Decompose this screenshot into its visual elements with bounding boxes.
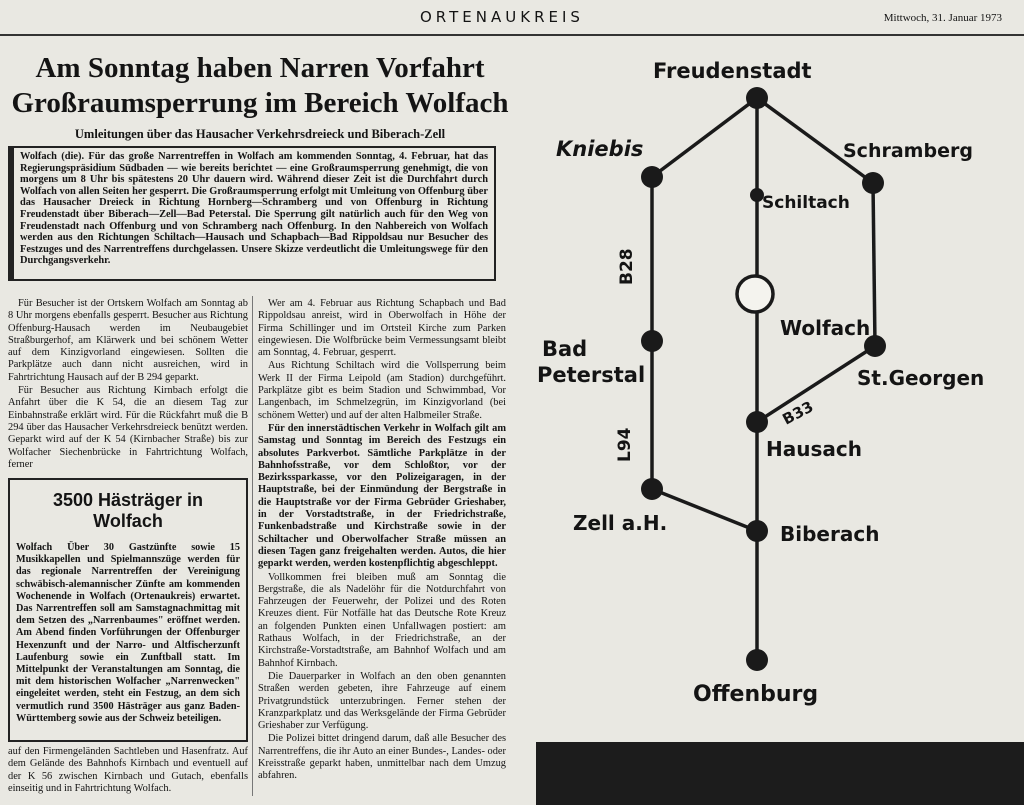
road-zell-biberach xyxy=(651,487,758,533)
node-freudenstadt xyxy=(746,87,768,109)
node-hausach xyxy=(746,411,768,433)
node-schiltach xyxy=(750,188,764,202)
paragraph: Für Besucher ist der Ortskern Wolfach am… xyxy=(8,298,248,383)
paragraph: Wer am 4. Februar aus Richtung Schapbach… xyxy=(258,298,506,359)
paragraph-bold: Für den innerstädtischen Verkehr in Wolf… xyxy=(258,422,506,570)
headline-line-2: Großraumsperrung im Bereich Wolfach xyxy=(11,87,509,119)
label-road-b28: B28 xyxy=(617,248,637,285)
subheadline: Umleitungen über das Hausacher Verkehrsd… xyxy=(74,127,446,141)
paragraph: Vollkommen frei bleiben muß am Sonntag d… xyxy=(258,571,506,669)
paragraph: Aus Richtung Schiltach wird die Vollsper… xyxy=(258,360,506,421)
issue-date: Mittwoch, 31. Januar 1973 xyxy=(883,12,1002,24)
left-column-continued: auf den Firmengeländen Sachtleben und Ha… xyxy=(8,746,248,796)
paragraph: Für Besucher aus Richtung Kirnbach erfol… xyxy=(8,385,248,470)
label-hausach: Hausach xyxy=(766,437,862,461)
node-bad-peterstal xyxy=(641,330,663,352)
node-biberach xyxy=(746,520,768,542)
node-zell xyxy=(641,478,663,500)
label-road-l94: L94 xyxy=(615,427,635,462)
infobox: 3500 Hästräger in Wolfach Wolfach Über 3… xyxy=(8,478,248,742)
scan-edge-shadow xyxy=(536,742,1024,805)
label-peterstal: Peterstal xyxy=(537,363,645,387)
label-schiltach: Schiltach xyxy=(762,193,850,213)
paragraph: Die Dauerparker in Wolfach an den oben g… xyxy=(258,670,506,732)
label-biberach: Biberach xyxy=(780,522,879,546)
node-st-georgen xyxy=(864,335,886,357)
label-kniebis: Kniebis xyxy=(556,137,643,161)
label-st-georgen: St.Georgen xyxy=(857,366,984,390)
label-offenburg: Offenburg xyxy=(693,682,818,707)
headline-line-1: Am Sonntag haben Narren Vorfahrt xyxy=(35,52,485,84)
map-roads xyxy=(650,96,877,660)
lead-paragraph: Wolfach (die). Für das große Narrentreff… xyxy=(20,151,488,267)
label-wolfach: Wolfach xyxy=(780,316,870,340)
right-column: Wer am 4. Februar aus Richtung Schapbach… xyxy=(258,298,506,784)
label-schramberg: Schramberg xyxy=(843,140,973,162)
page-header: ORTENAUKREIS Mittwoch, 31. Januar 1973 xyxy=(0,0,1024,36)
road-schramberg-stgeorgen xyxy=(871,182,877,347)
label-bad: Bad xyxy=(542,337,587,361)
map-nodes xyxy=(641,87,886,671)
road-freudenstadt-kniebis xyxy=(650,96,759,179)
node-wolfach xyxy=(735,274,775,314)
column-divider xyxy=(252,296,253,796)
lead-paragraph-box: Wolfach (die). Für das große Narrentreff… xyxy=(8,146,496,281)
road-b33 xyxy=(756,344,876,424)
route-map: Freudenstadt Kniebis Schramberg Schiltac… xyxy=(537,59,984,707)
infobox-body: Wolfach Über 30 Gastzünfte sowie 15 Musi… xyxy=(16,542,240,724)
label-freudenstadt: Freudenstadt xyxy=(653,59,812,83)
road-freudenstadt-schramberg xyxy=(755,96,875,185)
node-schramberg xyxy=(862,172,884,194)
paragraph: auf den Firmengeländen Sachtleben und Ha… xyxy=(8,746,248,794)
label-zell: Zell a.H. xyxy=(573,511,667,535)
infobox-title: 3500 Hästräger in Wolfach xyxy=(52,490,204,531)
node-offenburg xyxy=(746,649,768,671)
paragraph: Die Polizei bittet dringend darum, daß a… xyxy=(258,733,506,782)
section-name: ORTENAUKREIS xyxy=(420,8,584,26)
left-column: Für Besucher ist der Ortskern Wolfach am… xyxy=(8,298,248,472)
node-kniebis xyxy=(641,166,663,188)
